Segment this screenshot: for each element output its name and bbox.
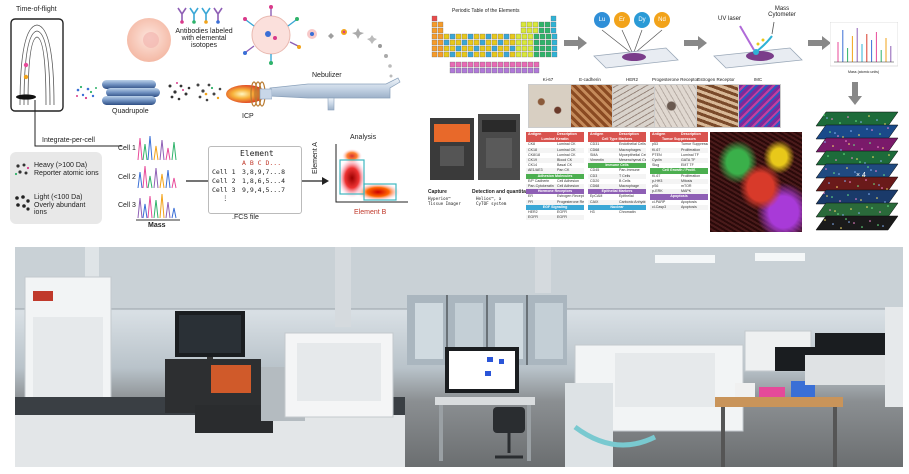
ion-cloud-3 [196, 83, 222, 102]
heavy-ions-icon [14, 163, 30, 176]
isotope-tagged-slide [593, 29, 679, 69]
isotope-er: Er [614, 12, 630, 28]
element-b-axis-label: Element B [354, 209, 387, 216]
arrow-periodic-to-slide [564, 36, 587, 50]
nebulizer-label: Nebulizer [312, 72, 342, 79]
cell-1-label: Cell 1 [118, 145, 136, 152]
stain-thumb-imc [738, 84, 781, 128]
fcs-file-label: .FCS file [232, 214, 259, 221]
isotope-spectrum-plot [830, 22, 898, 67]
quadrupole-label: Quadrupole [112, 108, 149, 115]
stain-label-pr: Progesterone Receptor [652, 77, 699, 82]
stain-label-ecadherin: E-cadherin [579, 77, 601, 82]
antibodies-label: Antibodies labeled with elemental isotop… [175, 28, 233, 49]
fcs-row-1-cell: Cell 1 [212, 168, 236, 176]
labeled-cell-icon [243, 5, 301, 65]
antibodies-icon [177, 7, 223, 24]
ion-cloud-2 [168, 82, 191, 101]
arrow-to-analysis [302, 177, 329, 185]
quadrupole-icon [102, 80, 160, 105]
integrate-label: Integrate-per-cell [42, 137, 95, 144]
light-ions-icon [15, 195, 30, 211]
icp-label: ICP [242, 113, 254, 120]
fcs-row-3-values: 9,9,4,5...7 [242, 186, 286, 194]
ion-legend-box: Heavy (>100 Da) Reporter atomic ions Lig… [10, 152, 102, 224]
stain-label-ki67: Ki-67 [542, 77, 554, 82]
imc-workflow-panel: Periodic Table of the Elements [420, 0, 909, 240]
spectrum-xlabel: Mass (atomic units) [848, 70, 880, 74]
analysis-scatter [335, 144, 408, 203]
icp-torch-icon [226, 81, 272, 107]
arrow-slide-to-laser [684, 36, 707, 50]
fcs-row-2-cell: Cell 2 [212, 177, 236, 185]
mass-cytometer-label: Mass Cytometer [768, 6, 796, 18]
stain-label-her2: HER2 [625, 77, 638, 82]
integrate-connector [34, 100, 122, 147]
detect-caption: Detection and quantitation [472, 189, 536, 195]
stain-label-imc: IMC [753, 77, 763, 82]
cytof-workflow-panel: Time-of-flight Antibodies labeled with e… [0, 0, 420, 240]
stain-thumb-her2 [612, 84, 655, 128]
tof-label: Time-of-flight [16, 6, 57, 13]
stain-thumb-er [696, 84, 739, 128]
mass-spectra [136, 135, 180, 221]
arrow-laser-to-spectrum [808, 36, 831, 50]
uv-laser-label: UV laser [718, 16, 742, 22]
lab-panorama-photo [15, 247, 903, 467]
isotope-nd: Nd [654, 12, 670, 28]
ion-cloud-1 [76, 85, 97, 100]
stain-thumb-ecadherin [570, 84, 613, 128]
stain-thumb-ki67 [528, 84, 571, 128]
capture-caption: Capture [428, 189, 447, 195]
nebulizer-icon [269, 77, 401, 111]
stain-label-er: Estrogen Receptor [697, 77, 735, 82]
fcs-element-header: Element [240, 149, 274, 158]
arrow-down-to-stack [848, 82, 862, 105]
analysis-label: Analysis [350, 134, 377, 141]
periodic-table [431, 15, 558, 74]
light-ions-label: Light (<100 Da) Overly abundant ions [34, 194, 86, 216]
stack-multiplier: × 4 [856, 172, 866, 179]
heavy-ions-label: Heavy (>100 Da) Reporter atomic ions [34, 162, 99, 177]
isotope-dy: Dy [634, 12, 650, 28]
periodic-table-title: Periodic Table of the Elements [452, 8, 520, 14]
image-stack [812, 108, 902, 238]
lab-scene [15, 247, 903, 467]
laser-ablation-icon [713, 21, 803, 69]
cell-2-label: Cell 2 [118, 174, 136, 181]
tof-tube [10, 18, 64, 112]
hyperion-helios-instruments [430, 114, 520, 180]
fcs-row-3-cell: Cell 3 [212, 186, 236, 194]
detect-subcaption: Helios™, a CyTOF system [476, 196, 507, 206]
element-a-axis-label: Element A [312, 142, 319, 174]
imc-multiplex-image [710, 132, 802, 232]
mass-label: Mass [148, 222, 166, 229]
cell-3-label: Cell 3 [118, 202, 136, 209]
fcs-file [208, 146, 302, 214]
isotope-lu: Lu [594, 12, 610, 28]
fcs-row-1-values: 3,8,9,7...8 [242, 168, 286, 176]
fcs-ellipsis: ⋮ [222, 194, 229, 202]
capture-subcaption: Hyperion™ Tissue Imager [428, 196, 461, 206]
stain-thumb-pr [654, 84, 697, 128]
fcs-row-2-values: 1,8,6,5...4 [242, 177, 286, 185]
cell-icon [127, 18, 171, 62]
fcs-element-letters: A B C D... [242, 159, 282, 167]
